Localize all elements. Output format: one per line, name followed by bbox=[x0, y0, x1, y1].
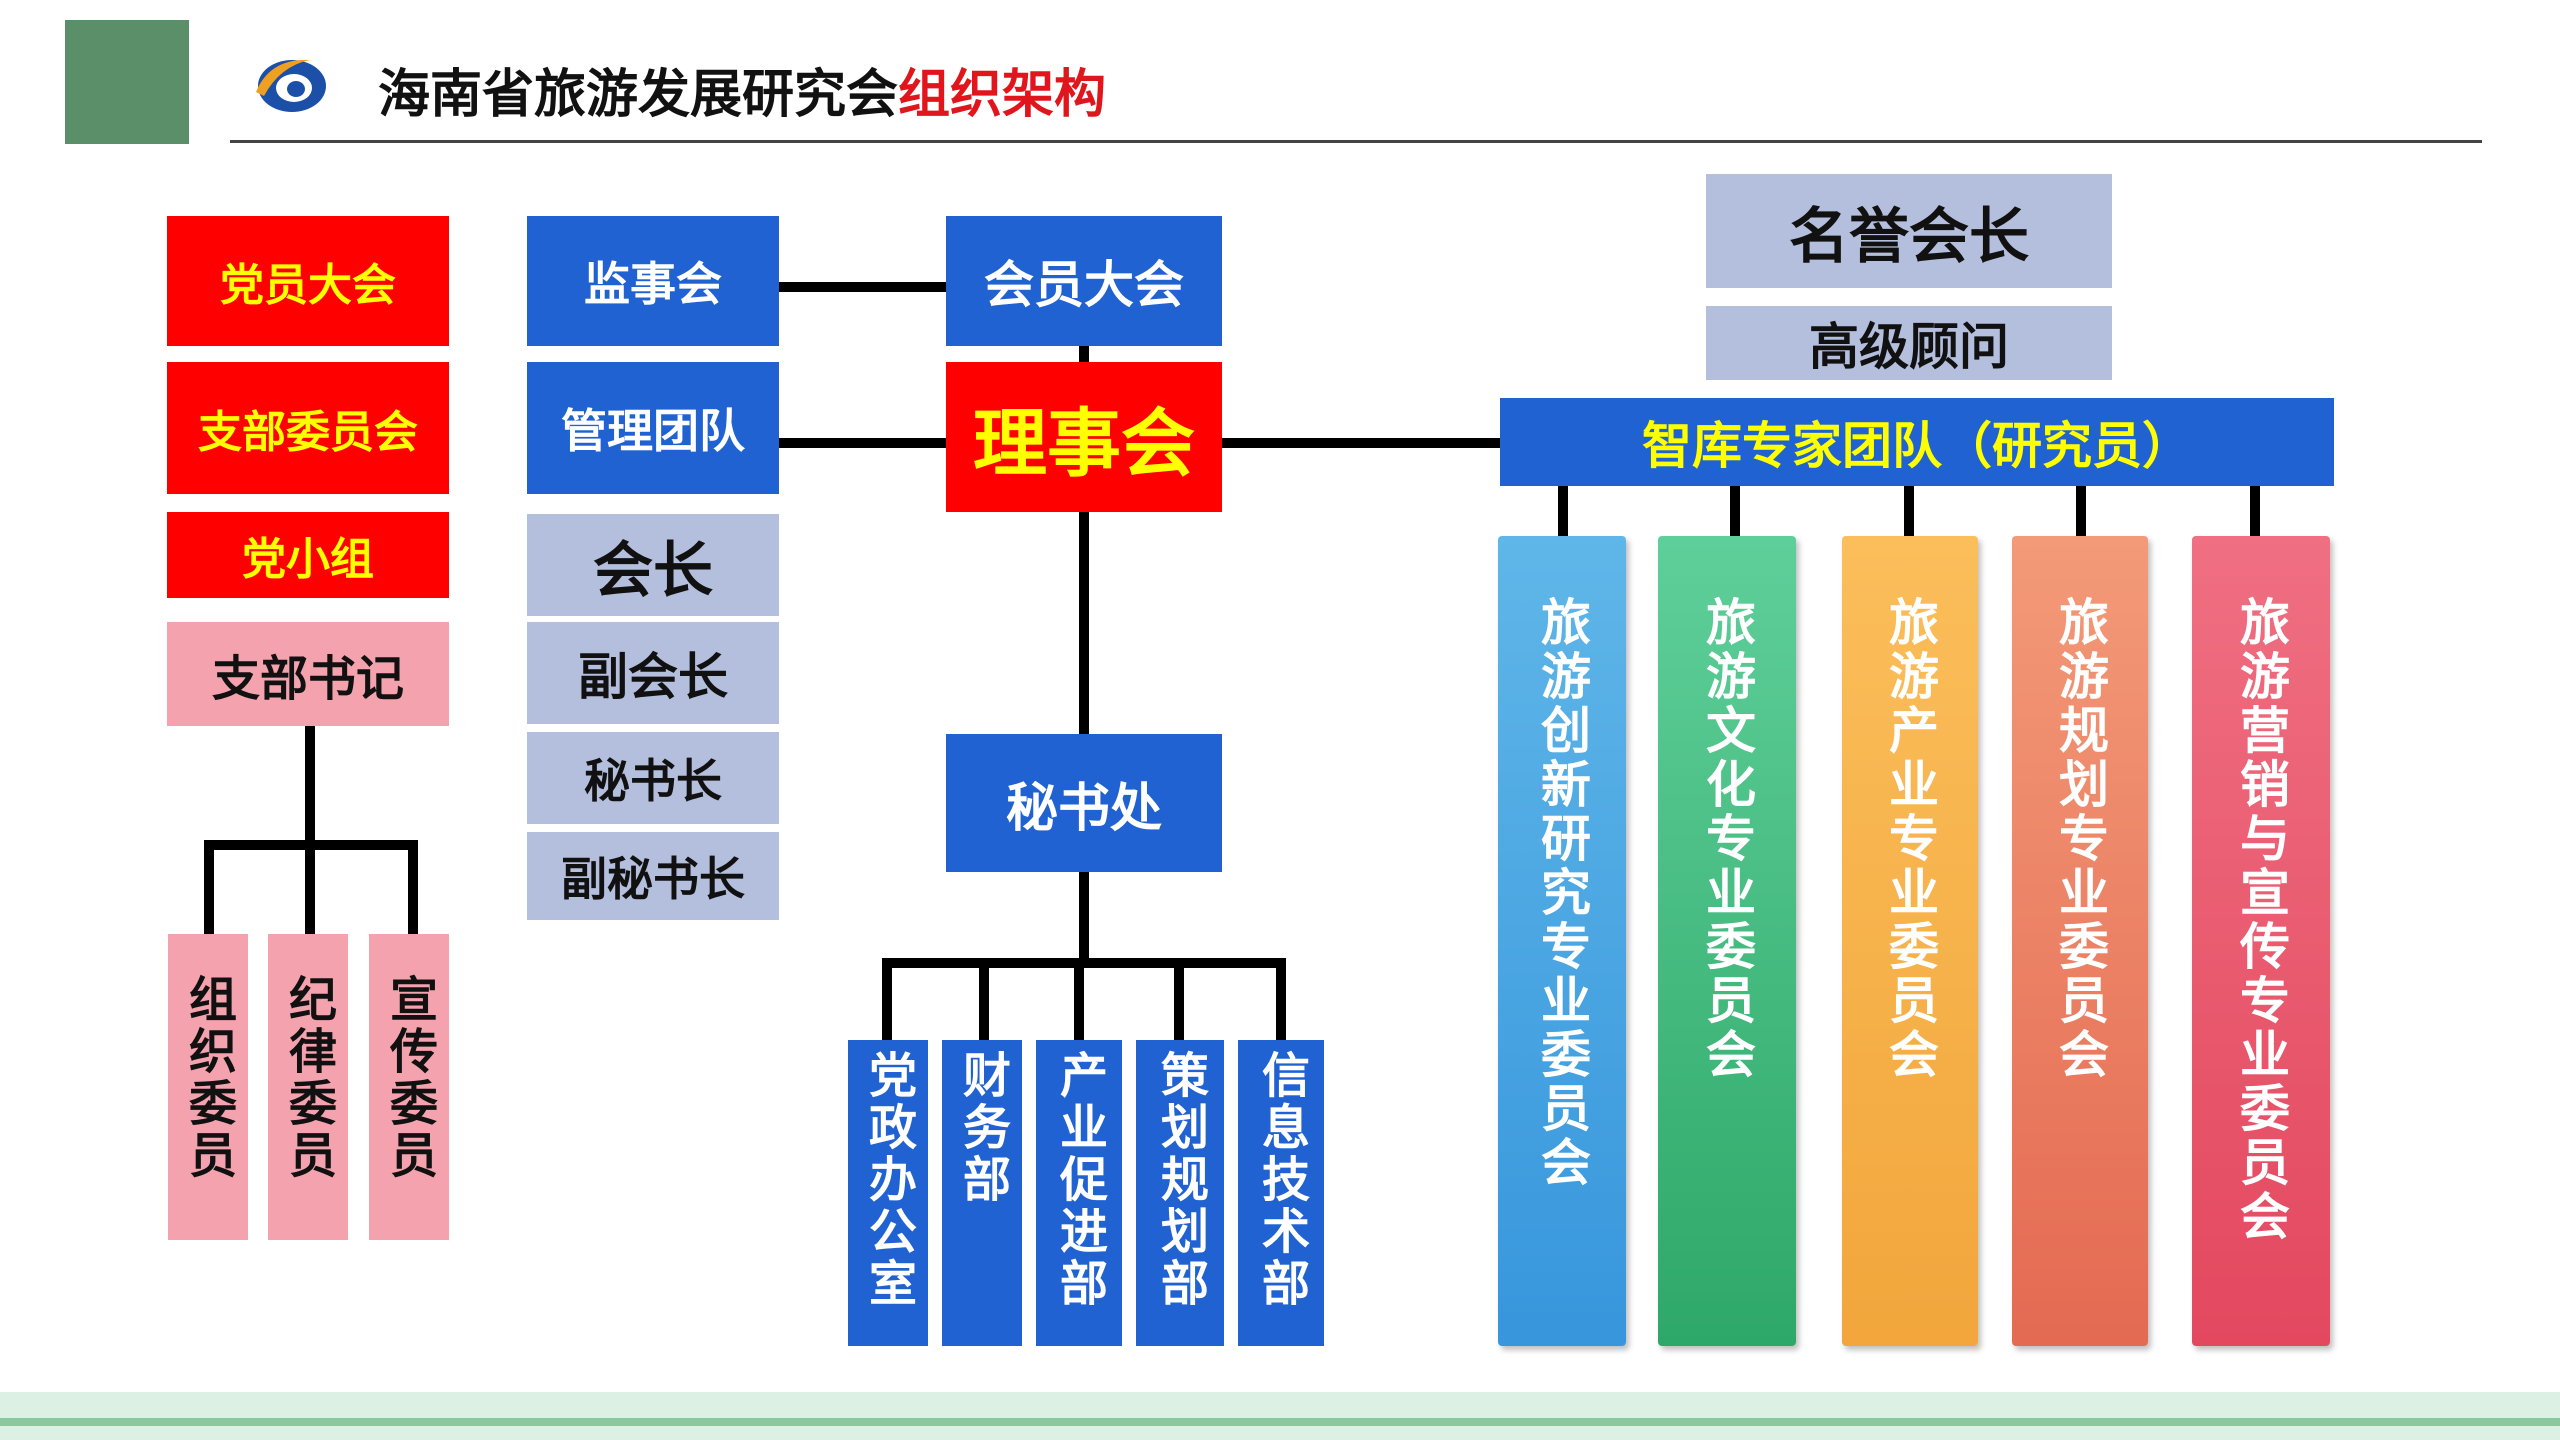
committee-drop-0 bbox=[1558, 486, 1568, 536]
party-box-0: 党员大会 bbox=[167, 216, 449, 346]
think-tank-box: 智库专家团队（研究员） bbox=[1500, 398, 2334, 486]
connector-council-thinktank bbox=[1222, 438, 1502, 448]
dept-trunk bbox=[1079, 872, 1089, 964]
leader-secretary-general: 秘书长 bbox=[527, 732, 779, 824]
committee-drop-1 bbox=[1730, 486, 1740, 536]
dept-4: 信息技术部 bbox=[1238, 1040, 1324, 1346]
honorary-president: 名誉会长 bbox=[1706, 174, 2112, 288]
party-member-0: 组织委员 bbox=[168, 934, 248, 1240]
dept-0: 党政办公室 bbox=[848, 1040, 928, 1346]
committee-drop-3 bbox=[2076, 486, 2086, 536]
secretariat-box: 秘书处 bbox=[946, 734, 1222, 872]
party-box-1: 支部委员会 bbox=[167, 362, 449, 494]
dept-bar bbox=[882, 958, 1286, 968]
connector-management bbox=[779, 438, 946, 448]
logo-icon bbox=[250, 52, 330, 118]
dept-drop-1 bbox=[979, 958, 989, 1040]
dept-drop-4 bbox=[1276, 958, 1286, 1040]
dept-3: 策划规划部 bbox=[1136, 1040, 1224, 1346]
committee-drop-4 bbox=[2250, 486, 2260, 536]
management-box: 管理团队 bbox=[527, 362, 779, 494]
assembly-box: 会员大会 bbox=[946, 216, 1222, 346]
party-drop-2 bbox=[408, 840, 418, 936]
party-member-1: 纪律委员 bbox=[268, 934, 348, 1240]
page-title: 海南省旅游发展研究会组织架构 bbox=[378, 52, 1106, 127]
council-box: 理事会 bbox=[946, 362, 1222, 512]
title-main: 海南省旅游发展研究会 bbox=[378, 65, 899, 125]
connector-council-secretariat bbox=[1079, 512, 1089, 734]
header-divider bbox=[230, 140, 2482, 143]
committee-0: 旅游创新研究专业委员会 bbox=[1498, 536, 1626, 1346]
supervisory-box: 监事会 bbox=[527, 216, 779, 346]
committee-2: 旅游产业专业委员会 bbox=[1842, 536, 1978, 1346]
dept-drop-0 bbox=[882, 958, 892, 1040]
footer-stripe bbox=[0, 1418, 2560, 1426]
dept-drop-2 bbox=[1074, 958, 1084, 1040]
footer-band bbox=[0, 1392, 2560, 1440]
party-box-2: 党小组 bbox=[167, 512, 449, 598]
logo-square bbox=[65, 20, 189, 144]
senior-advisor: 高级顾问 bbox=[1706, 306, 2112, 380]
dept-1: 财务部 bbox=[942, 1040, 1022, 1346]
committee-4: 旅游营销与宣传专业委员会 bbox=[2192, 536, 2330, 1346]
party-secretary: 支部书记 bbox=[167, 622, 449, 726]
connector-supervisory bbox=[779, 282, 946, 292]
committee-drop-2 bbox=[1904, 486, 1914, 536]
title-accent: 组织架构 bbox=[898, 65, 1107, 125]
party-drop-1 bbox=[305, 840, 315, 936]
connector-assembly-council bbox=[1079, 346, 1089, 364]
party-trunk bbox=[305, 726, 315, 846]
dept-2: 产业促进部 bbox=[1036, 1040, 1122, 1346]
party-member-2: 宣传委员 bbox=[369, 934, 449, 1240]
committee-1: 旅游文化专业委员会 bbox=[1658, 536, 1796, 1346]
leader-president: 会长 bbox=[527, 514, 779, 616]
party-drop-0 bbox=[204, 840, 214, 936]
committee-3: 旅游规划专业委员会 bbox=[2012, 536, 2148, 1346]
dept-drop-3 bbox=[1174, 958, 1184, 1040]
leader-vice-president: 副会长 bbox=[527, 622, 779, 724]
leader-deputy-secretary-general: 副秘书长 bbox=[527, 832, 779, 920]
